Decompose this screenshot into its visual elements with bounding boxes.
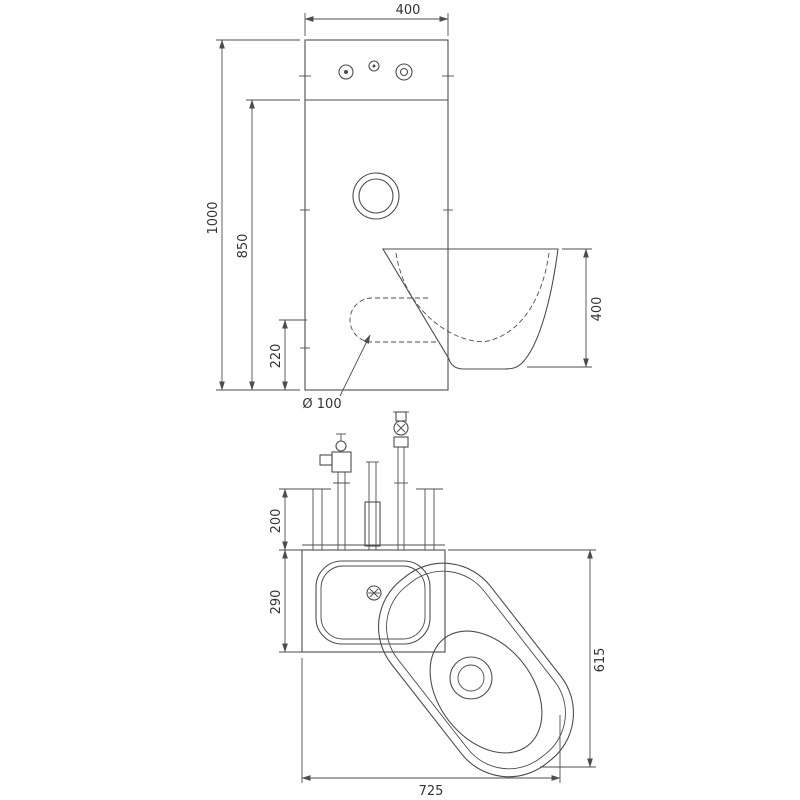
hidden-drain-pipe <box>349 297 438 343</box>
toilet-drain-outer <box>449 656 493 700</box>
dimension-width-400: 400 <box>304 3 449 36</box>
toilet-plan <box>377 562 575 778</box>
fitting-top <box>395 411 407 422</box>
basin-unit-outline <box>301 549 446 653</box>
dim-label-pipe-zone: 200 <box>269 509 284 534</box>
button-middle-center <box>372 64 376 68</box>
leader-line <box>339 334 371 397</box>
flush-plate-inner <box>358 178 394 214</box>
plan-view: 200 290 615 725 <box>269 411 608 799</box>
elevation-view: 400 1000 850 220 400 <box>206 3 605 412</box>
basin-drain-slot <box>369 588 379 598</box>
dim-label-bowl-height: 400 <box>590 297 605 322</box>
button-left-center <box>344 70 348 74</box>
flush-valve <box>319 433 352 550</box>
valve-outlet <box>319 454 333 466</box>
dim-label-drain-diameter: Ø 100 <box>302 397 341 412</box>
flush-plate-outer <box>352 172 400 220</box>
basin-drain <box>366 585 382 601</box>
basin-bowl-inner <box>320 565 426 640</box>
basin-bowl-outer <box>315 560 431 645</box>
dim-label-width: 400 <box>396 3 421 18</box>
dimension-drain-height-220: 220 <box>269 319 307 391</box>
toilet-rim-inner <box>386 570 566 770</box>
dimension-basin-depth-290: 290 <box>269 549 302 653</box>
button-right-icon <box>395 63 413 81</box>
button-middle-icon <box>368 60 380 72</box>
valve-body <box>331 451 352 473</box>
control-buttons <box>338 60 413 81</box>
dimension-bowl-height-400: 400 <box>527 248 605 368</box>
leader-drain-diameter: Ø 100 <box>302 334 371 412</box>
toilet-opening <box>429 630 543 754</box>
toilet-drain-inner <box>457 664 485 692</box>
pipe-sleeve <box>364 501 381 547</box>
fitting-body <box>393 436 409 448</box>
valve-knob <box>335 440 347 452</box>
dimension-panel-height-850: 850 <box>236 99 300 391</box>
dim-label-panel-height: 850 <box>236 234 251 259</box>
bowl-side-outline <box>382 248 559 370</box>
button-right-inner <box>399 67 409 77</box>
supply-fitting <box>393 411 409 550</box>
dim-label-total-depth: 615 <box>593 648 608 673</box>
dim-label-total-height: 1000 <box>206 201 221 234</box>
pipework <box>304 411 443 550</box>
dim-label-drain-height: 220 <box>269 344 284 369</box>
bowl-interior-dashed <box>395 252 550 343</box>
dimension-total-width-725: 725 <box>301 658 561 799</box>
fitting-hatch <box>396 423 406 433</box>
dim-label-total-width: 725 <box>419 784 444 799</box>
dimension-total-depth-615: 615 <box>448 549 608 768</box>
dimension-pipe-zone-200: 200 <box>269 488 304 551</box>
dimension-total-height-1000: 1000 <box>206 39 300 391</box>
basin-drain-circle <box>366 585 382 601</box>
button-left-icon <box>338 64 354 80</box>
panel-outline <box>304 39 449 391</box>
dim-label-basin-depth: 290 <box>269 590 284 615</box>
toilet-outer-outline <box>377 562 575 778</box>
flush-pipe <box>364 461 381 550</box>
